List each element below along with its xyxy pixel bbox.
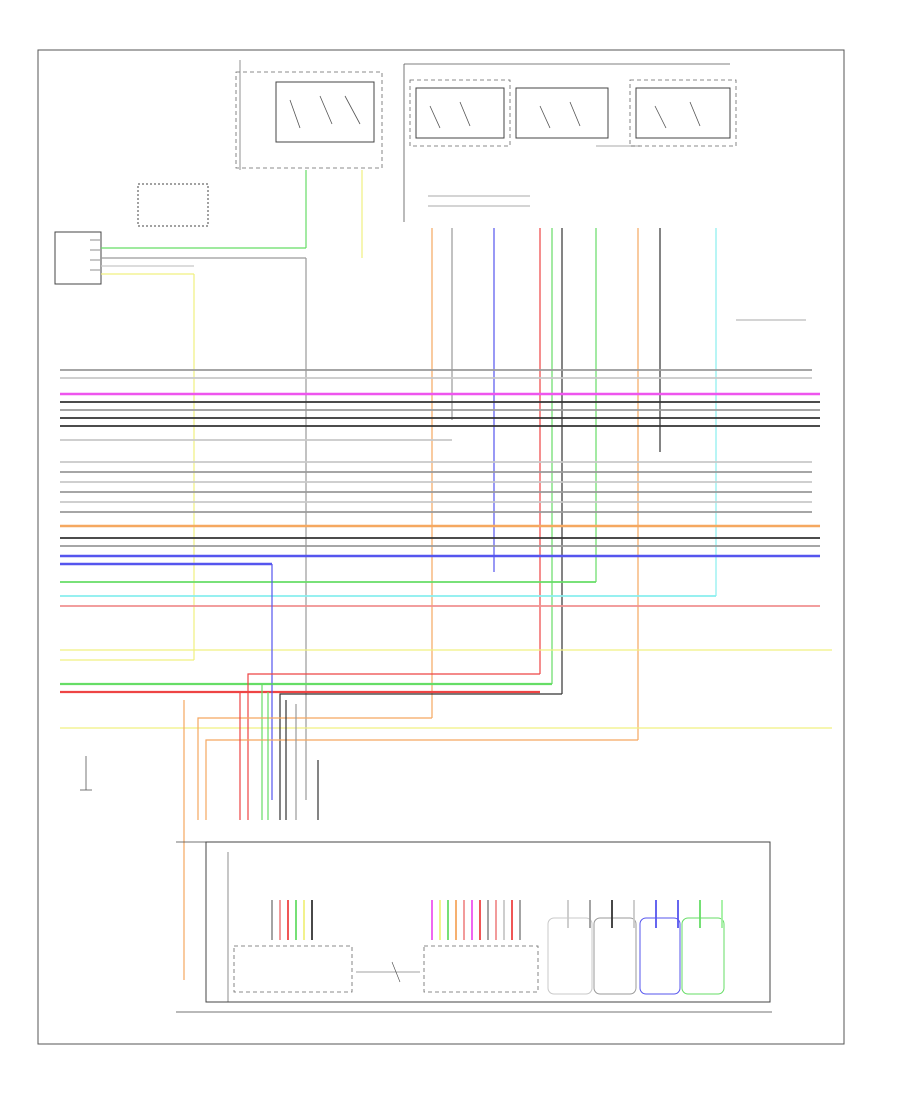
lower-module-pins-middle	[431, 900, 521, 940]
horizontal-wire-bus	[60, 369, 820, 607]
left-connector-block	[54, 231, 102, 285]
down-routing	[183, 564, 638, 980]
left-connector-feeds	[101, 247, 306, 275]
lower-horizontal-wires	[60, 649, 832, 729]
lower-control-module	[176, 841, 772, 1013]
lower-module-pins-left	[271, 900, 313, 940]
upper-right-relay-modules	[403, 63, 806, 321]
diagram-frame	[37, 49, 845, 1045]
upper-left-switch-module	[137, 60, 383, 227]
lower-module-pins-right	[567, 900, 723, 928]
ground-symbol	[80, 756, 92, 791]
